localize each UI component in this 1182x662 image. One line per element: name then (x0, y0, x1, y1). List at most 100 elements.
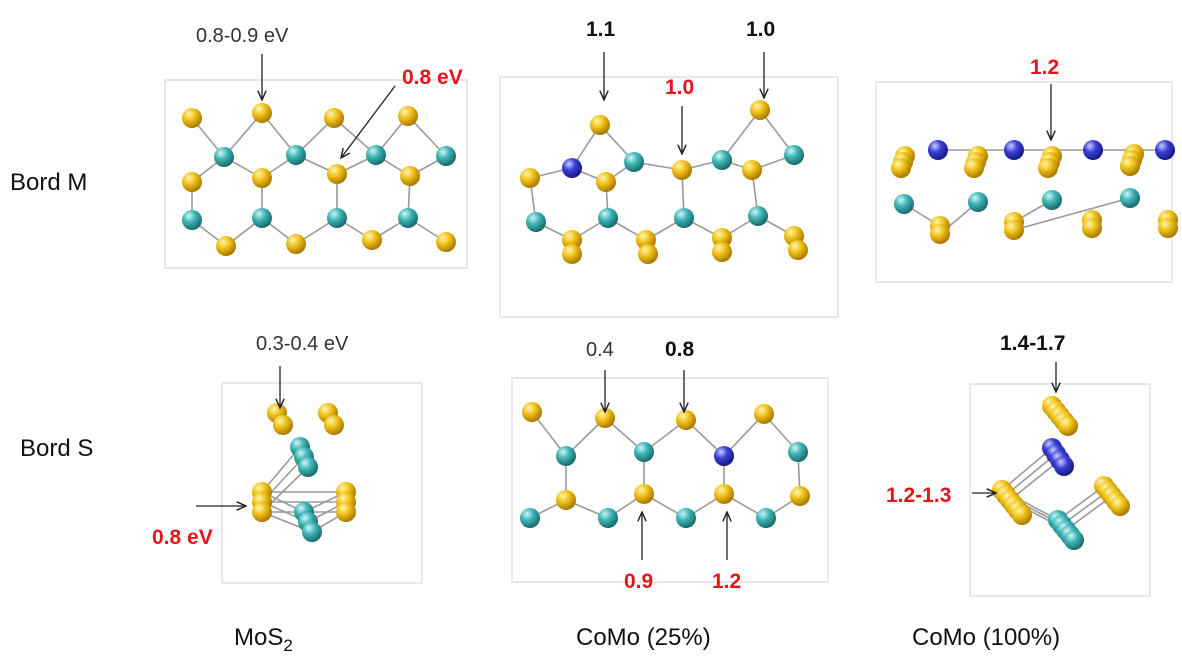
row-label-m-edge: Bord M (10, 169, 87, 196)
sulfur-atom (1058, 416, 1078, 436)
energy-label-como25-s-red1: 0.9 (624, 570, 653, 593)
panel-como100-m-edge (875, 81, 1173, 283)
energy-label-como25-s-a: 0.4 (586, 339, 614, 361)
molybdenum-atom (252, 208, 272, 228)
molybdenum-atom (676, 508, 696, 528)
molybdenum-atom (784, 145, 804, 165)
sulfur-atom (714, 484, 734, 504)
bond (1013, 197, 1131, 231)
structure-como100-s-edge (992, 396, 1130, 550)
molybdenum-atom (634, 442, 654, 462)
energy-label-como25-m-b: 1.0 (746, 18, 775, 41)
structure-como100-m-edge (891, 140, 1178, 244)
sulfur-atom (788, 240, 808, 260)
sulfur-atom (252, 103, 272, 123)
sulfur-atom (362, 230, 382, 250)
sulfur-atom (562, 244, 582, 264)
sulfur-atom (596, 172, 616, 192)
sulfur-atom (216, 236, 236, 256)
sulfur-atom (398, 106, 418, 126)
sulfur-atom (252, 502, 272, 522)
sulfur-atom (595, 408, 615, 428)
sulfur-atom (1082, 218, 1102, 238)
sulfur-atom (638, 244, 658, 264)
sulfur-atom (324, 108, 344, 128)
molybdenum-atom (1042, 190, 1062, 210)
structure-como25-m-edge (520, 100, 808, 264)
energy-label-mos2-s-red: 0.8 eV (152, 526, 213, 549)
molybdenum-atom (756, 508, 776, 528)
sulfur-atom (590, 115, 610, 135)
molybdenum-atom (748, 206, 768, 226)
sulfur-atom (436, 232, 456, 252)
sulfur-atom (1110, 496, 1130, 516)
molybdenum-atom (556, 446, 576, 466)
molybdenum-atom (624, 152, 644, 172)
energy-label-como100-s-top: 1.4-1.7 (1000, 332, 1065, 355)
panel-como25-s-edge (511, 377, 829, 583)
panel-como25-m-edge (499, 76, 839, 318)
sulfur-atom (754, 404, 774, 424)
energy-label-como25-m-red: 1.0 (665, 76, 694, 99)
sulfur-atom (750, 100, 770, 120)
molybdenum-atom (894, 194, 914, 214)
sulfur-atom (562, 230, 582, 250)
sulfur-atom (930, 224, 950, 244)
bond (721, 109, 761, 161)
energy-label-como25-s-red2: 1.2 (712, 570, 741, 593)
molybdenum-atom (1064, 530, 1084, 550)
sulfur-atom (522, 402, 542, 422)
cobalt-atom (1083, 140, 1103, 160)
sulfur-atom (286, 234, 306, 254)
structure-mos2-m-edge (182, 103, 456, 256)
molybdenum-atom (398, 208, 418, 228)
arrows (196, 52, 1056, 560)
molybdenum-atom (598, 208, 618, 228)
sulfur-atom (520, 168, 540, 188)
sulfur-atom (336, 502, 356, 522)
molybdenum-atom (788, 442, 808, 462)
energy-label-como100-s-red: 1.2-1.3 (886, 484, 951, 507)
sulfur-atom (742, 160, 762, 180)
cobalt-atom (714, 446, 734, 466)
bond (1005, 453, 1057, 496)
molybdenum-atom (712, 150, 732, 170)
sulfur-atom (182, 172, 202, 192)
molybdenum-atom (286, 145, 306, 165)
molybdenum-atom (598, 508, 618, 528)
sulfur-atom (1038, 158, 1058, 178)
energy-label-mos2-m-top: 0.8-0.9 eV (196, 25, 289, 47)
molybdenum-atom (214, 147, 234, 167)
molybdenum-atom (182, 210, 202, 230)
molybdenum-atom (520, 508, 540, 528)
column-label-como100: CoMo (100%) (912, 624, 1060, 651)
column-label-como25: CoMo (25%) (576, 624, 711, 651)
molybdenum-atom (526, 212, 546, 232)
bond (1001, 447, 1053, 491)
sulfur-atom (400, 166, 420, 186)
sulfur-atom (891, 158, 911, 178)
molybdenum-atom (366, 145, 386, 165)
arrow-mos2-m-red (341, 85, 396, 158)
molybdenum-atom (968, 192, 988, 212)
sulfur-atom (790, 486, 810, 506)
sulfur-atom (634, 484, 654, 504)
sulfur-atom (964, 158, 984, 178)
sulfur-atom (1120, 156, 1140, 176)
sulfur-atom (556, 490, 576, 510)
energy-label-como25-s-b: 0.8 (665, 338, 695, 361)
cobalt-atom (1155, 140, 1175, 160)
cobalt-atom (562, 158, 582, 178)
cobalt-atom (928, 140, 948, 160)
column-label-mos2: MoS2 (234, 624, 293, 655)
molybdenum-atom (436, 146, 456, 166)
sulfur-atom (182, 108, 202, 128)
sulfur-atom (712, 228, 732, 248)
panel-mos2-m-edge (164, 79, 468, 269)
molybdenum-atom (674, 208, 694, 228)
molybdenum-atom (298, 457, 318, 477)
cobalt-atom (1004, 140, 1024, 160)
sulfur-atom (324, 415, 344, 435)
energy-label-mos2-s-top: 0.3-0.4 eV (256, 333, 349, 355)
